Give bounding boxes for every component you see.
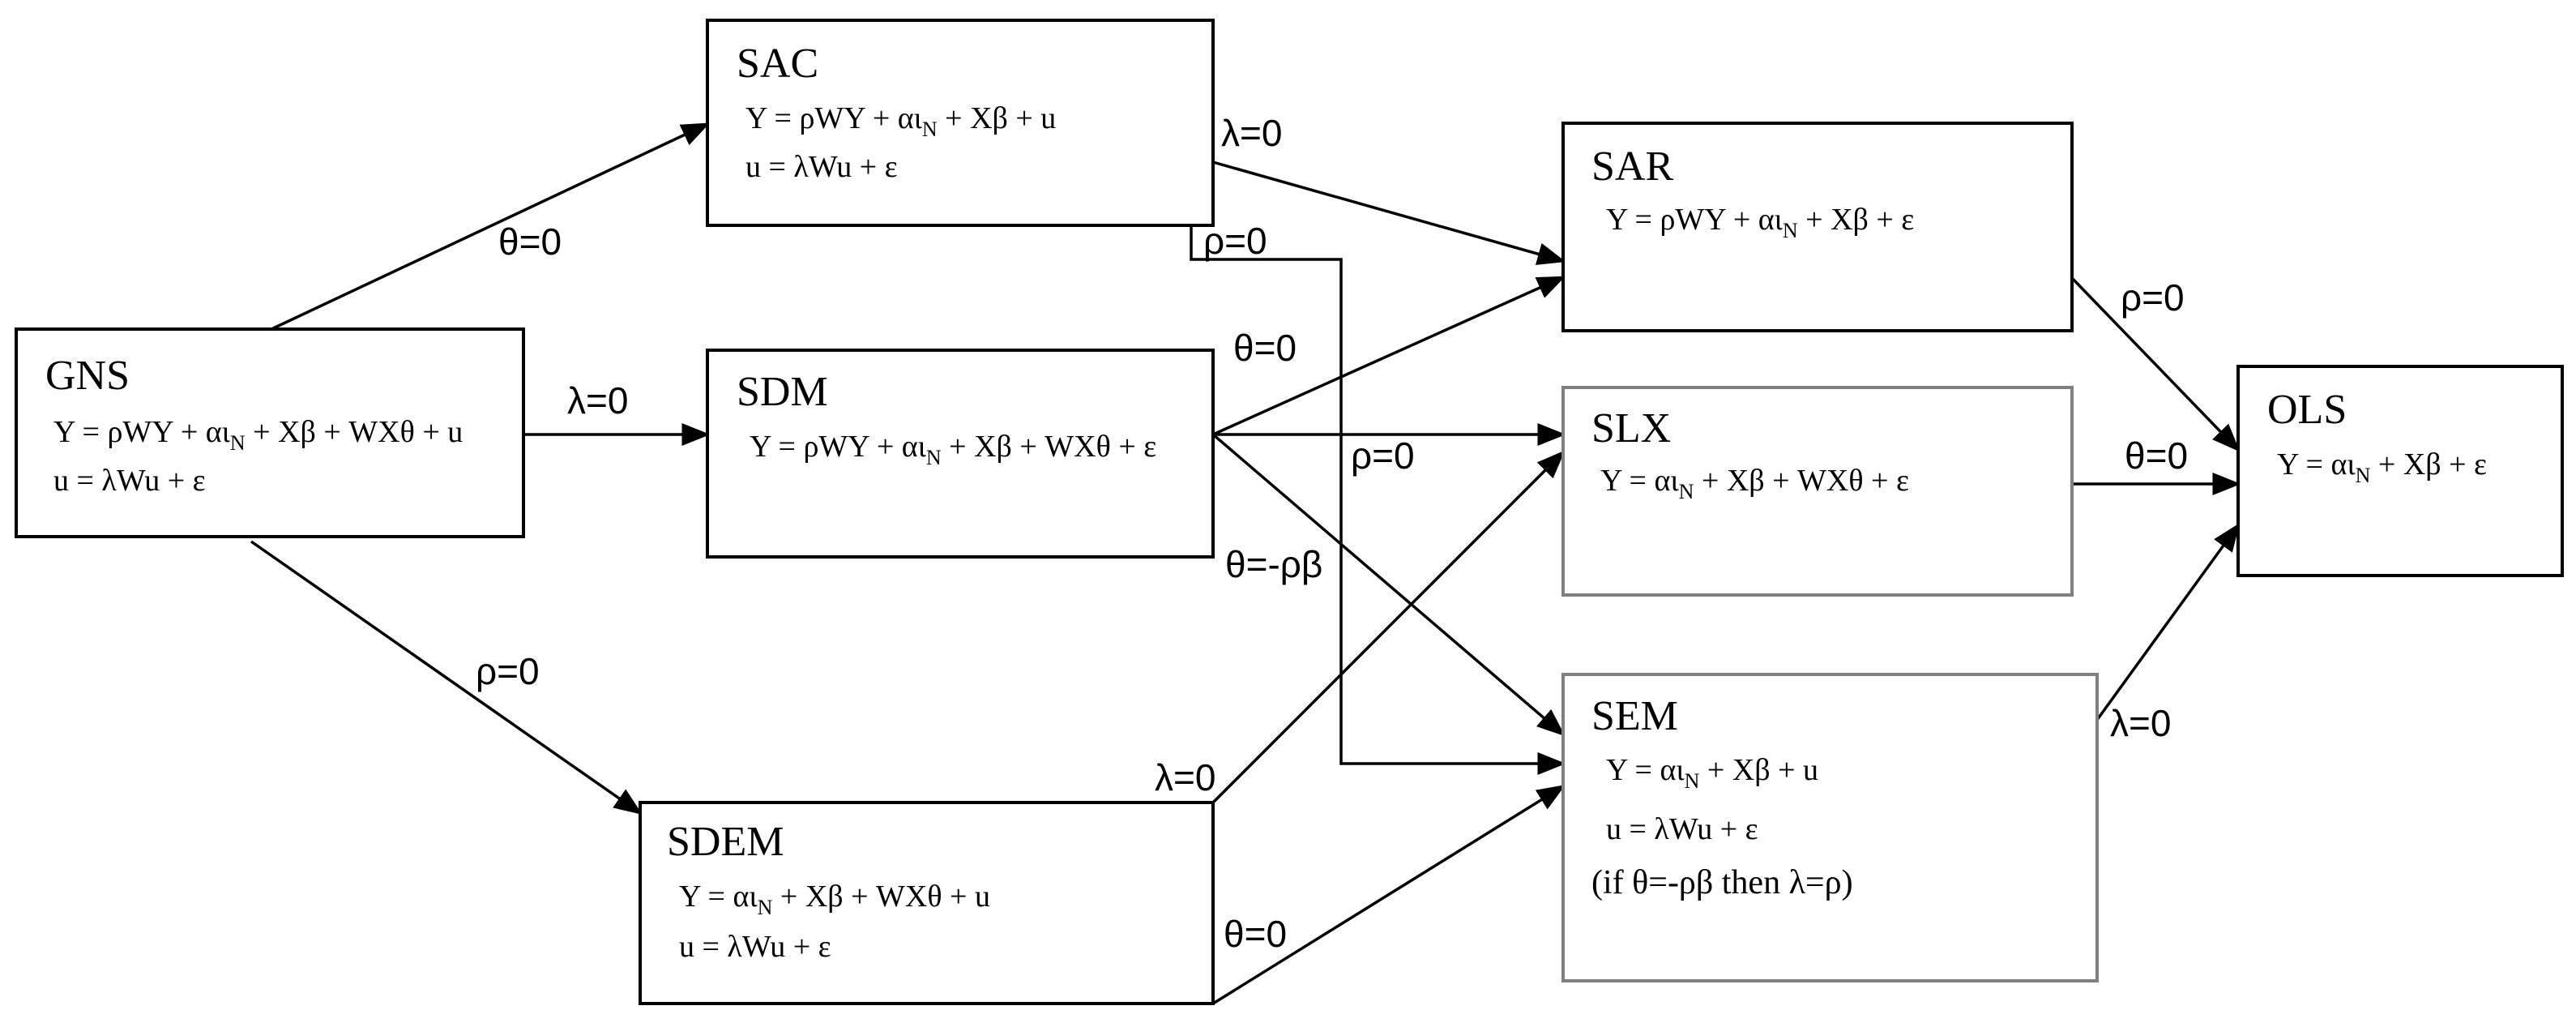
node-sem-title: SEM bbox=[1591, 693, 1678, 739]
node-sdm-box bbox=[706, 349, 1215, 559]
label-sac-sar: λ=0 bbox=[1221, 112, 1282, 154]
node-gns-eq2: u = λWu + ε bbox=[53, 464, 206, 498]
label-gns-sac: θ=0 bbox=[498, 220, 562, 263]
node-sac-eq2: u = λWu + ε bbox=[745, 150, 898, 184]
node-sdem-title: SDEM bbox=[667, 819, 784, 865]
node-gns: GNS Y = ρWY + αιN + Xβ + WXθ + u u = λWu… bbox=[15, 327, 525, 538]
edge-sar-ols bbox=[2070, 276, 2241, 452]
node-gns-title: GNS bbox=[45, 353, 130, 399]
node-sem-note: (if θ=-ρβ then λ=ρ) bbox=[1591, 864, 1853, 901]
node-sar-title: SAR bbox=[1591, 143, 1673, 190]
label-gns-sdm: λ=0 bbox=[567, 379, 628, 422]
node-sdm-eq1: Y = ρWY + αιN + Xβ + WXθ + ε bbox=[750, 430, 1156, 469]
node-sdem-eq2: u = λWu + ε bbox=[679, 930, 831, 964]
label-gns-sdem: ρ=0 bbox=[476, 650, 540, 692]
edges bbox=[250, 122, 2241, 1005]
label-sdem-slx: λ=0 bbox=[1155, 756, 1215, 798]
node-ols-eq1: Y = αιN + Xβ + ε bbox=[2277, 447, 2487, 487]
node-sem: SEM Y = αιN + Xβ + u u = λWu + ε (if θ=-… bbox=[1561, 673, 2099, 982]
edge-labels: θ=0 λ=0 ρ=0 λ=0 ρ=0 θ=0 ρ=0 θ=-ρβ λ=0 θ=… bbox=[476, 112, 2188, 955]
node-sdem-eq1: Y = αιN + Xβ + WXθ + u bbox=[679, 880, 990, 919]
edge-sdm-sar bbox=[1212, 276, 1566, 436]
node-gns-box bbox=[15, 327, 525, 538]
node-sdm-title: SDM bbox=[737, 369, 828, 415]
node-ols: OLS Y = αιN + Xβ + ε bbox=[2236, 365, 2564, 577]
label-sdm-sar: θ=0 bbox=[1233, 327, 1297, 369]
node-sac-title: SAC bbox=[737, 41, 818, 87]
node-sar-box bbox=[1561, 122, 2074, 332]
node-sar-eq1: Y = ρWY + αιN + Xβ + ε bbox=[1606, 203, 1914, 242]
node-gns-eq1: Y = ρWY + αιN + Xβ + WXθ + u bbox=[53, 415, 463, 455]
node-sem-eq2: u = λWu + ε bbox=[1606, 812, 1758, 846]
node-slx-box bbox=[1561, 386, 2074, 597]
edge-sac-sar bbox=[1212, 161, 1566, 265]
node-slx-title: SLX bbox=[1591, 405, 1671, 452]
node-ols-title: OLS bbox=[2267, 387, 2347, 433]
label-sar-ols: ρ=0 bbox=[2121, 276, 2185, 319]
edge-sdem-slx bbox=[1211, 450, 1566, 804]
edge-sdm-sem bbox=[1211, 433, 1566, 737]
edge-sac-sem bbox=[1190, 225, 1566, 775]
node-slx: SLX Y = αιN + Xβ + WXθ + ε bbox=[1561, 386, 2074, 597]
node-sdem: SDEM Y = αιN + Xβ + WXθ + u u = λWu + ε bbox=[639, 801, 1215, 1005]
node-sac: SAC Y = ρWY + αιN + Xβ + u u = λWu + ε bbox=[706, 19, 1215, 227]
label-sdem-sem: θ=0 bbox=[1224, 913, 1287, 955]
node-sar: SAR Y = ρWY + αιN + Xβ + ε bbox=[1561, 122, 2074, 332]
node-sdem-box bbox=[639, 801, 1215, 1005]
node-sem-box bbox=[1561, 673, 2099, 982]
label-sdm-slx: ρ=0 bbox=[1351, 434, 1415, 477]
edge-gns-sdem bbox=[250, 540, 643, 815]
label-sem-ols: λ=0 bbox=[2110, 702, 2171, 744]
edge-sem-ols bbox=[2095, 523, 2241, 721]
node-sac-eq1: Y = ρWY + αιN + Xβ + u bbox=[745, 101, 1056, 141]
label-slx-ols: θ=0 bbox=[2125, 434, 2188, 477]
node-sdm: SDM Y = ρWY + αιN + Xβ + WXθ + ε bbox=[706, 349, 1215, 559]
node-ols-box bbox=[2236, 365, 2564, 577]
node-sac-box bbox=[706, 19, 1215, 227]
edge-sdem-sem bbox=[1212, 785, 1566, 1005]
node-sem-eq1: Y = αιN + Xβ + u bbox=[1606, 753, 1818, 793]
node-slx-eq1: Y = αιN + Xβ + WXθ + ε bbox=[1600, 464, 1909, 503]
edge-gns-sac bbox=[271, 122, 711, 331]
label-sdm-sem: θ=-ρβ bbox=[1225, 543, 1322, 585]
